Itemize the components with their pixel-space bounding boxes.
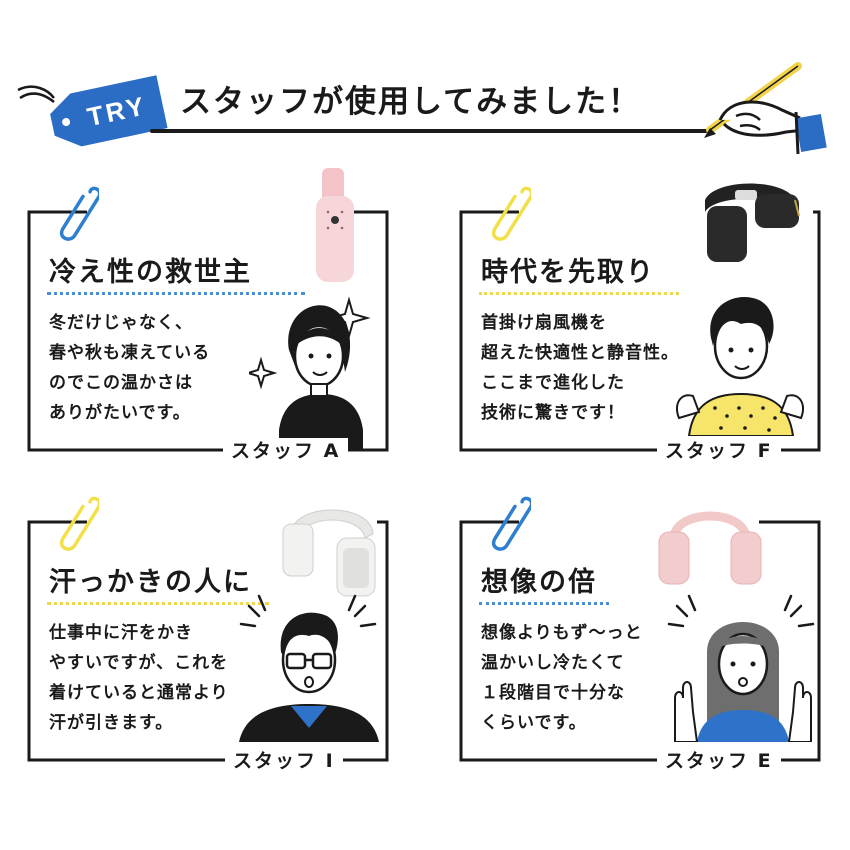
review-card-staff-e: 想像の倍 想像よりもず〜っと 温かいし冷たくて １段階目で十分な くらいです。 …: [459, 496, 821, 774]
page-title: スタッフが使用してみました！: [180, 84, 642, 120]
paperclip-icon: [59, 186, 99, 241]
card-line: 技術に驚きです！: [481, 403, 625, 423]
card-line: 冬だけじゃなく、: [49, 313, 193, 333]
card-line: 温かいし冷たくて: [481, 653, 625, 673]
card-body: 冬だけじゃなく、 春や秋も凍えている のでこの温かさは ありがたいです。: [49, 308, 210, 428]
try-tag-icon: TRY: [17, 75, 168, 147]
card-line: 超えた快適性と静音性。: [481, 343, 679, 363]
dotted-divider: [479, 602, 609, 605]
staff-e-illustration: [667, 594, 815, 742]
staff-label: スタッフ E: [657, 748, 781, 774]
staff-i-illustration: [239, 594, 379, 742]
paperclip-icon: [59, 496, 99, 551]
review-card-staff-f: 時代を先取り 首掛け扇風機を 超えた快適性と静音性。 ここまで進化した 技術に驚…: [459, 183, 821, 464]
card-line: 着けていると通常より: [49, 683, 229, 703]
pink-neck-device-image: [316, 168, 354, 282]
staff-f-illustration: [675, 297, 805, 436]
card-frame: [27, 210, 389, 452]
card-heading: 汗っかきの人に: [49, 567, 252, 598]
card-line: のでこの温かさは: [49, 373, 193, 393]
card-frame: [459, 210, 821, 452]
dotted-divider: [47, 292, 305, 295]
card-body: 仕事中に汗をかき やすいですが、これを 着けていると通常より 汗が引きます。: [49, 618, 229, 738]
card-heading: 時代を先取り: [481, 257, 655, 288]
paperclip-icon: [491, 496, 531, 551]
dotted-divider: [47, 602, 269, 605]
card-frame: [27, 520, 389, 762]
card-line: 春や秋も凍えている: [49, 343, 211, 363]
staff-label: スタッフ F: [657, 438, 781, 464]
card-body: 想像よりもず〜っと 温かいし冷たくて １段階目で十分な くらいです。: [481, 618, 643, 738]
staff-label: スタッフ A: [223, 438, 349, 464]
card-heading: 想像の倍: [481, 567, 597, 598]
staff-a-illustration: [249, 296, 371, 450]
review-card-staff-a: 冷え性の救世主 冬だけじゃなく、 春や秋も凍えている のでこの温かさは ありがた…: [27, 168, 389, 464]
paperclip-icon: [491, 186, 531, 241]
card-line: ありがたいです。: [49, 403, 191, 423]
staff-label: スタッフ I: [225, 748, 343, 774]
pink-headphone-device-image: [658, 511, 762, 585]
card-line: 首掛け扇風機を: [481, 313, 607, 333]
hand-writing-pencil-icon: [704, 62, 827, 155]
card-line: １段階目で十分な: [481, 683, 625, 703]
card-line: やすいですが、これを: [49, 653, 229, 673]
header-underline: [150, 129, 710, 133]
card-line: 想像よりもず〜っと: [481, 623, 643, 643]
card-body: 首掛け扇風機を 超えた快適性と静音性。 ここまで進化した 技術に驚きです！: [481, 308, 679, 428]
card-line: 汗が引きます。: [49, 713, 174, 733]
black-neck-device-image: [705, 183, 800, 262]
white-neck-device-image: [282, 509, 376, 597]
card-line: 仕事中に汗をかき: [49, 623, 193, 643]
card-heading: 冷え性の救世主: [49, 257, 252, 288]
review-card-staff-i: 汗っかきの人に 仕事中に汗をかき やすいですが、これを 着けていると通常より 汗…: [27, 496, 389, 774]
card-line: くらいです。: [481, 713, 587, 733]
dotted-divider: [479, 292, 679, 295]
card-line: ここまで進化した: [481, 373, 625, 393]
card-frame: [459, 520, 821, 762]
